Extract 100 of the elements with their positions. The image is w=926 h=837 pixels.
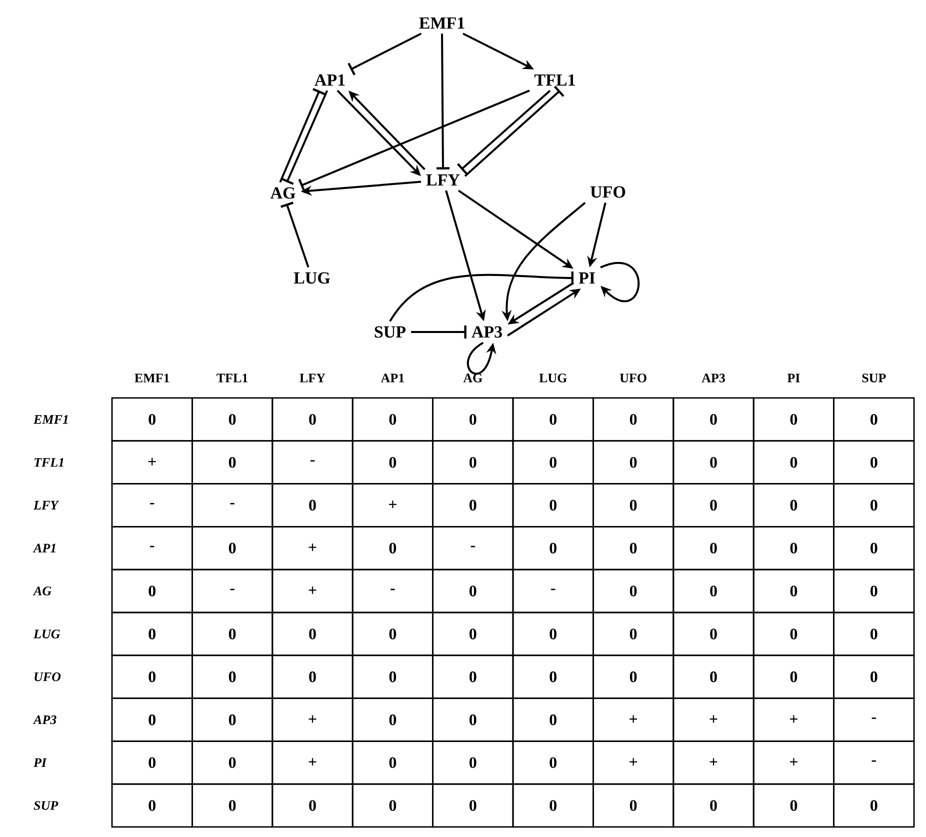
table-cell: - — [192, 568, 274, 614]
gene-label: AP1 — [314, 74, 345, 86]
table-cell: 0 — [352, 698, 434, 742]
table-cell: - — [432, 526, 514, 570]
column-header: AP1 — [380, 374, 404, 382]
table-cell: 0 — [833, 612, 915, 656]
table-cell: 0 — [512, 783, 594, 828]
table-cell: + — [752, 740, 834, 785]
table-cell: - — [512, 568, 594, 614]
row-header: EMF1 — [33, 415, 68, 424]
table-cell: 0 — [272, 783, 354, 828]
table-cell: 0 — [111, 397, 193, 442]
table-cell: 0 — [272, 483, 354, 528]
row-header: AP3 — [32, 715, 56, 724]
column-header: LFY — [300, 374, 326, 382]
table-cell: 0 — [192, 783, 274, 828]
table-cell: 0 — [833, 568, 915, 614]
table-cell: 0 — [272, 397, 354, 442]
column-header: AG — [463, 374, 482, 382]
table-cell: 0 — [352, 654, 434, 699]
table-cell: 0 — [432, 483, 514, 528]
table-cell: 0 — [432, 612, 514, 656]
table-cell: 0 — [192, 698, 274, 742]
table-cell: 0 — [752, 397, 834, 442]
table-cell: 0 — [192, 397, 274, 442]
row-header: AG — [32, 586, 52, 596]
table-cell: + — [592, 698, 674, 742]
table-cell: 0 — [752, 483, 834, 528]
table-cell: 0 — [672, 783, 754, 828]
table-cell: 0 — [432, 568, 514, 614]
table-cell: 0 — [752, 654, 834, 699]
table-cell: + — [272, 740, 354, 785]
column-header: EMF1 — [134, 374, 170, 382]
table-cell: 0 — [432, 397, 514, 442]
table-cell: 0 — [272, 654, 354, 699]
table-cell: 0 — [432, 440, 514, 485]
table-cell: + — [272, 526, 354, 570]
table-cell: 0 — [752, 440, 834, 485]
arrow — [389, 272, 574, 322]
row-header: UFO — [34, 672, 61, 682]
table-cell: + — [592, 740, 674, 785]
table-cell: 0 — [512, 654, 594, 699]
table-cell: 0 — [111, 612, 193, 656]
table-cell: 0 — [352, 440, 434, 485]
table-cell: 0 — [833, 483, 915, 528]
table-cell: 0 — [192, 612, 274, 656]
table-cell: 0 — [592, 440, 674, 485]
gene-label: EMF1 — [419, 17, 464, 29]
table-cell: 0 — [672, 654, 754, 699]
table-cell: 0 — [272, 612, 354, 656]
row-header: TFL1 — [34, 458, 64, 467]
table-cell: + — [672, 698, 754, 742]
column-header: UFO — [620, 374, 646, 382]
gene-label: TFL1 — [534, 74, 575, 86]
table-cell: 0 — [592, 526, 674, 570]
table-cell: - — [111, 483, 193, 528]
column-header: LUG — [539, 374, 567, 382]
table-cell: 0 — [833, 397, 915, 442]
table-cell: 0 — [833, 526, 915, 570]
table-cell: 0 — [672, 397, 754, 442]
table-cell: + — [111, 440, 193, 485]
table-cell: 0 — [833, 654, 915, 699]
table-cell: 0 — [512, 698, 594, 742]
table-cell: 0 — [592, 397, 674, 442]
column-header: TFL1 — [216, 374, 248, 382]
table-cell: - — [111, 526, 193, 570]
table-cell: 0 — [192, 740, 274, 785]
table-cell: 0 — [432, 740, 514, 785]
table-cell: 0 — [752, 783, 834, 828]
arrow — [280, 202, 310, 268]
table-cell: 0 — [352, 740, 434, 785]
column-header: PI — [787, 374, 800, 382]
arrow — [600, 262, 640, 302]
table-cell: - — [833, 698, 915, 742]
table-cell: 0 — [592, 654, 674, 699]
table-cell: + — [672, 740, 754, 785]
row-header: LFY — [33, 500, 60, 510]
table-cell: 0 — [512, 526, 594, 570]
table-cell: 0 — [512, 397, 594, 442]
table-cell: 0 — [111, 568, 193, 614]
table-cell: 0 — [111, 654, 193, 699]
table-cell: 0 — [672, 568, 754, 614]
table-cell: - — [272, 440, 354, 485]
gene-label: UFO — [590, 186, 626, 198]
table-cell: 0 — [512, 440, 594, 485]
table-cell: 0 — [833, 440, 915, 485]
gene-label: LFY — [426, 174, 460, 186]
table-cell: 0 — [672, 612, 754, 656]
table-cell: 0 — [512, 612, 594, 656]
gene-label: PI — [578, 272, 595, 284]
table-cell: 0 — [672, 483, 754, 528]
gene-label: AG — [270, 187, 296, 199]
table-cell: 0 — [752, 526, 834, 570]
arrow — [411, 326, 466, 338]
table-cell: 0 — [352, 612, 434, 656]
column-header: AP3 — [702, 374, 725, 382]
gene-label: LUG — [294, 272, 330, 284]
gene-label: AP3 — [472, 326, 502, 338]
table-cell: 0 — [752, 568, 834, 614]
table-cell: 0 — [592, 612, 674, 656]
